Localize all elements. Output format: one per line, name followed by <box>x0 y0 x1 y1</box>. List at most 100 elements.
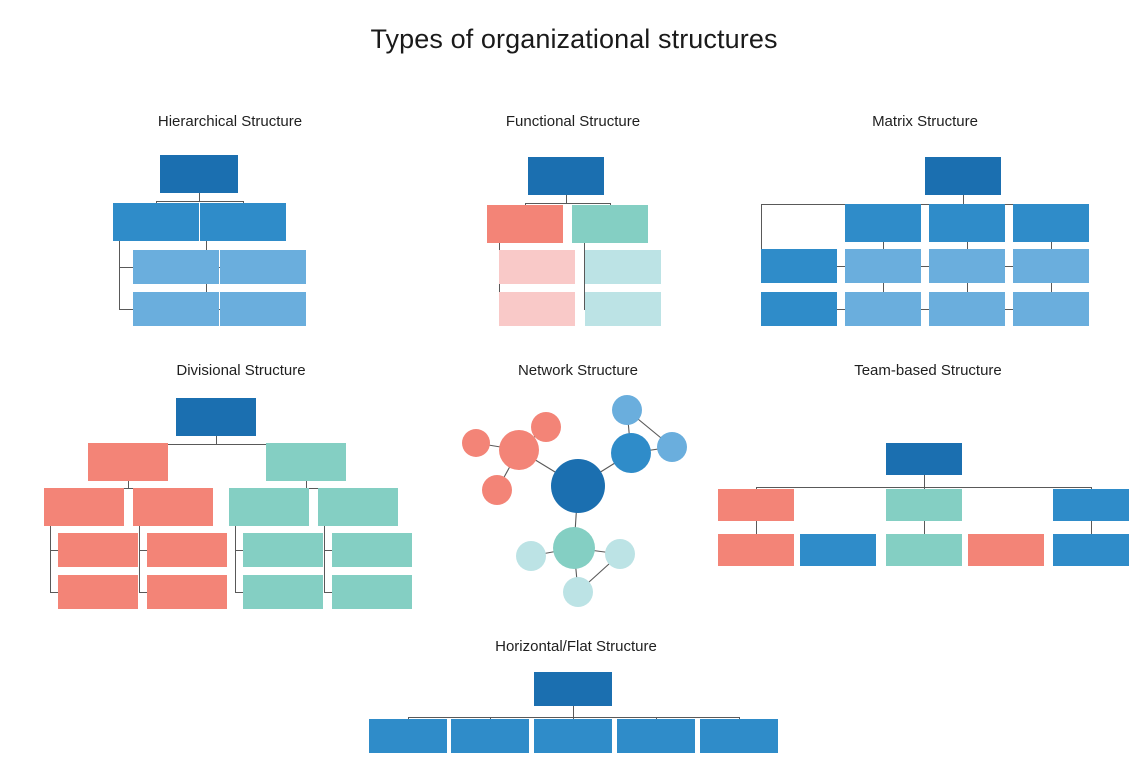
horizontal-flat-node-peer-4 <box>617 719 695 753</box>
network-hub-red <box>499 430 539 470</box>
divisional-node-div-b-unit-2 <box>318 488 398 526</box>
team-branch-3 <box>1091 487 1092 489</box>
panel-title-network: Network Structure <box>517 362 639 379</box>
functional-node-dept-a-sub1 <box>499 250 575 284</box>
hierarchical-elbow <box>119 267 133 268</box>
matrix-col-link-2-a <box>967 242 968 249</box>
panel-title-matrix: Matrix Structure <box>872 113 978 130</box>
matrix-col-link-2-b <box>967 283 968 292</box>
team-root-stem <box>924 475 925 487</box>
divisional-unit-stem-0 <box>128 481 129 488</box>
network-node-blue-1 <box>612 395 642 425</box>
functional-node-dept-a <box>487 205 563 243</box>
team-based-node-team-b <box>886 489 962 521</box>
matrix-node-cell-1-3 <box>1013 249 1089 283</box>
divisional-team-spine-3 <box>324 526 325 592</box>
hierarchical-node-level2-a <box>113 203 199 241</box>
flat-branch-1 <box>408 717 409 719</box>
divisional-node-div-a-unit-2 <box>133 488 213 526</box>
functional-branch-a <box>525 203 526 205</box>
matrix-col-link-3-b <box>1051 283 1052 292</box>
divisional-root-stem <box>216 436 217 444</box>
divisional-node-div-a-team-1a <box>58 533 138 567</box>
divisional-unit-stem-1 <box>306 481 307 488</box>
matrix-row-link-1-b <box>921 266 929 267</box>
team-bus <box>756 487 1091 488</box>
team-based-node-team-a <box>718 489 794 521</box>
hierarchical-branch-a <box>156 201 157 203</box>
divisional-unit-bus-1 <box>269 488 358 489</box>
divisional-bus <box>128 444 306 445</box>
matrix-col-link-1-b <box>883 283 884 292</box>
hierarchical-node-level2-b <box>200 203 286 241</box>
network-node-red-3 <box>482 475 512 505</box>
hierarchical-elbow <box>119 309 133 310</box>
network-node-blue-2 <box>657 432 687 462</box>
hierarchical-node-level3-a2 <box>133 292 219 326</box>
divisional-team-spine-0 <box>50 526 51 592</box>
team-based-node-member-3 <box>886 534 962 566</box>
divisional-node-div-b-team-1a <box>243 533 323 567</box>
matrix-row-link-1-c <box>1005 266 1013 267</box>
team-based-node-member-4 <box>968 534 1044 566</box>
page-title: Types of organizational structures <box>370 24 778 54</box>
network-hub-center <box>551 459 605 513</box>
team-based-node-member-1 <box>718 534 794 566</box>
functional-elbow <box>584 267 585 268</box>
divisional-team-elbow <box>50 550 58 551</box>
divisional-node-div-a-team-2a <box>147 533 227 567</box>
matrix-node-cell-2-1 <box>845 292 921 326</box>
divisional-team-spine-2 <box>235 526 236 592</box>
matrix-node-cell-1-2 <box>929 249 1005 283</box>
network-node-red-2 <box>531 412 561 442</box>
matrix-row-spine <box>761 204 762 266</box>
functional-bus <box>525 203 610 204</box>
panel-title-functional: Functional Structure <box>505 113 641 130</box>
matrix-node-row-head-2 <box>761 292 837 326</box>
divisional-node-div-b-team-2b <box>332 575 412 609</box>
functional-branch-b <box>610 203 611 205</box>
divisional-team-elbow <box>235 592 243 593</box>
hierarchical-node-level3-b2 <box>220 292 306 326</box>
matrix-node-row-head-1 <box>761 249 837 283</box>
divisional-team-elbow <box>324 592 332 593</box>
horizontal-flat-node-root <box>534 672 612 706</box>
hierarchical-branch-b <box>243 201 244 203</box>
network-node-teal-1 <box>516 541 546 571</box>
network-node-red-1 <box>462 429 490 457</box>
matrix-node-cell-2-2 <box>929 292 1005 326</box>
flat-branch-2 <box>490 717 491 719</box>
functional-root-stem <box>566 195 567 203</box>
matrix-row-link-1-a <box>837 266 845 267</box>
network-hub-blue <box>611 433 651 473</box>
horizontal-flat-node-peer-1 <box>369 719 447 753</box>
matrix-node-col-head-1 <box>845 204 921 242</box>
hierarchical-node-root <box>160 155 238 193</box>
matrix-node-cell-2-3 <box>1013 292 1089 326</box>
network-node-teal-2 <box>605 539 635 569</box>
team-member-link-2 <box>924 521 925 534</box>
hierarchical-bus <box>156 201 243 202</box>
functional-node-dept-a-sub2 <box>499 292 575 326</box>
panel-title-horizontal-flat: Horizontal/Flat Structure <box>495 638 657 655</box>
divisional-node-div-a <box>88 443 168 481</box>
matrix-node-col-head-3 <box>1013 204 1089 242</box>
divisional-team-elbow <box>324 550 332 551</box>
matrix-col-link-3-a <box>1051 242 1052 249</box>
functional-node-dept-b-sub1 <box>585 250 661 284</box>
divisional-node-div-b-unit-1 <box>229 488 309 526</box>
divisional-node-div-b <box>266 443 346 481</box>
functional-node-dept-b <box>572 205 648 243</box>
matrix-col-link-1-a <box>883 242 884 249</box>
flat-branch-5 <box>739 717 740 719</box>
panel-title-divisional: Divisional Structure <box>176 362 306 379</box>
flat-root-stem <box>573 706 574 717</box>
divisional-unit-bus-0 <box>84 488 173 489</box>
divisional-node-div-b-team-1b <box>243 575 323 609</box>
divisional-node-div-a-team-2b <box>147 575 227 609</box>
horizontal-flat-node-peer-2 <box>451 719 529 753</box>
team-based-node-root <box>886 443 962 475</box>
functional-node-dept-b-sub2 <box>585 292 661 326</box>
flat-branch-4 <box>656 717 657 719</box>
matrix-row-link-2-a <box>837 309 845 310</box>
